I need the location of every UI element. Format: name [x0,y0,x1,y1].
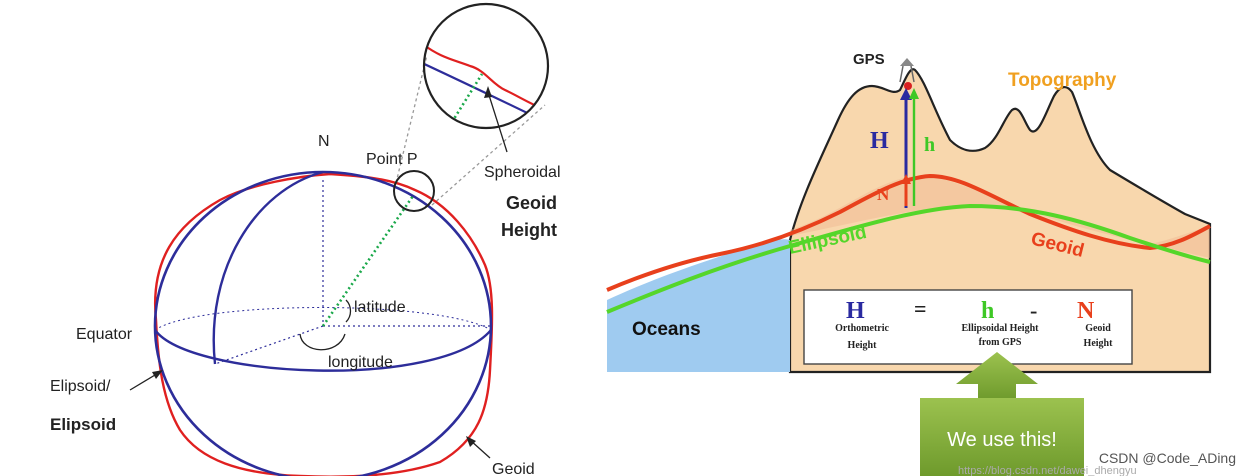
ellipsoidal-arrowhead [909,88,919,99]
right-cross-section-diagram: GPS Topography H h N Ellipsoid Geoid Oce… [606,51,1212,476]
formula-box: H = h - N Orthometric Height Ellipsoidal… [803,289,1133,365]
ellipsoid-arrowhead [152,370,163,379]
zoom-inset [422,2,550,130]
watermark-url: https://blog.csdn.net/dawei_dhengyu [958,465,1137,476]
oceans-label: Oceans [632,319,701,340]
equator-back [154,307,492,331]
zoom-height-line [450,73,484,123]
callout-arrow: We use this! [920,352,1084,476]
geoid-arrowhead [466,436,476,447]
ocean-area [607,239,790,372]
longitude-label: longitude [328,354,393,371]
zoom-ellipsoid [424,61,548,125]
equator-line [154,329,492,372]
orthometric-arrowhead [900,88,912,100]
latitude-arc [345,299,352,323]
formula-N-desc-2: Height [1084,338,1114,349]
spheroidal-pointer [487,91,508,153]
longitude-arc [299,333,346,351]
formula-N: N [1077,298,1095,324]
zoom-geoid [424,41,548,114]
zoom-guide-line-left [395,54,428,184]
spheroidal-label: Spheroidal [484,164,561,181]
ellipsoid-label-1: Elipsoid/ [50,378,111,395]
N-label: N [877,185,890,204]
left-sphere-diagram: N Point P Spheroidal Geoid Height latitu… [50,2,561,476]
callout-box [920,398,1084,476]
up-arrow-shape [956,352,1038,400]
point-p-marker [393,170,435,212]
latitude-label: latitude [354,299,406,316]
H-label: H [870,128,889,154]
north-label: N [318,133,330,150]
formula-minus: - [1030,298,1037,323]
formula-h-desc-1: Ellipsoidal Height [962,323,1040,334]
formula-h-desc-2: from GPS [979,337,1022,348]
geoid-height-label-2: Height [501,220,557,240]
callout-text: We use this! [947,429,1057,451]
height-line [321,195,415,327]
spheroidal-arrowhead [484,86,492,98]
geoid-height-label-1: Geoid [506,193,557,213]
meridian-line [212,170,324,365]
geoid-label: Geoid [492,461,535,476]
watermark-credit: CSDN @Code_ADing [1099,450,1236,466]
ellipsoid-curve [606,203,1211,314]
geoid-ellipsoid-band [790,176,1210,258]
gps-antenna-icon [899,58,915,90]
h-label: h [924,134,935,156]
formula-H: H [846,298,865,324]
ellipsoid-label-2: Elipsoid [50,415,116,434]
geoid-curve [606,173,1211,292]
zoom-guide-line-right [431,104,546,206]
topography-label: Topography [1008,70,1117,91]
formula-equals: = [914,296,927,321]
formula-N-desc-1: Geoid [1085,323,1111,334]
formula-h: h [981,298,994,324]
point-p-label: Point P [366,151,418,168]
radial-line-meridian [214,325,324,365]
formula-H-desc-1: Orthometric [835,323,889,334]
geoid-outline [153,172,494,476]
formula-H-desc-2: Height [848,340,878,351]
zoom-circle [422,2,550,130]
geoid-height-arrowhead [901,174,911,184]
gps-label: GPS [853,51,885,68]
equator-label: Equator [76,326,133,343]
